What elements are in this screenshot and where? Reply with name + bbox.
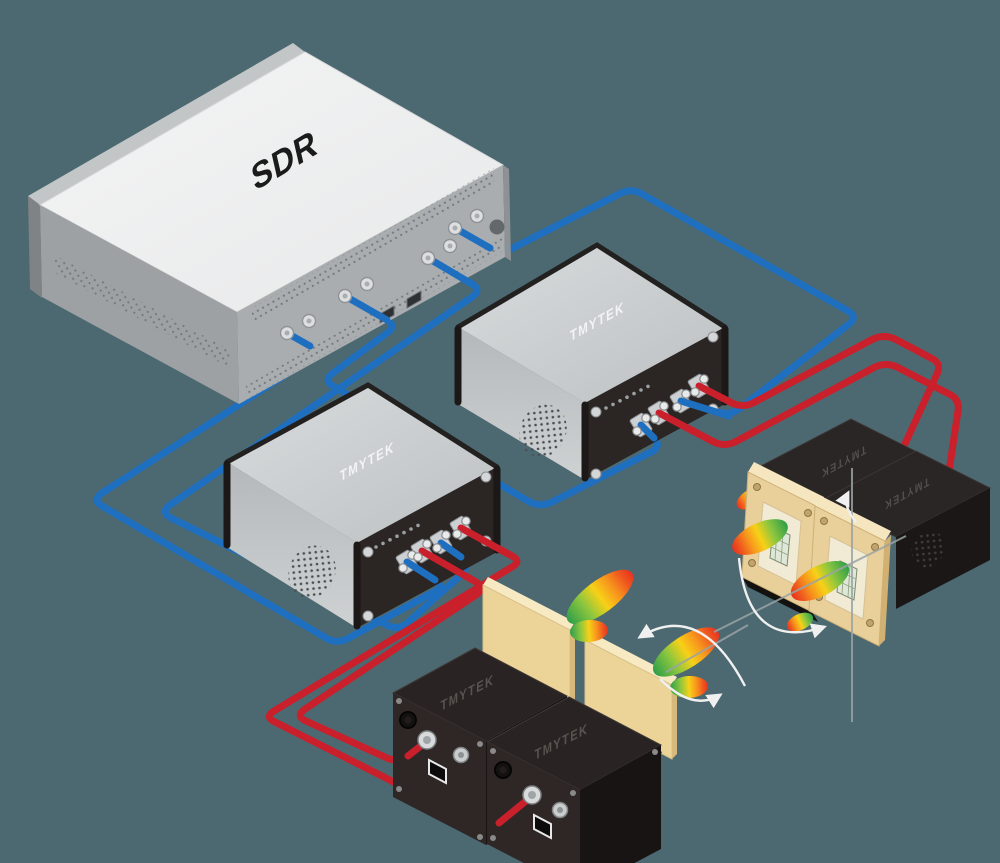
silver-box-1-pillars: [223, 460, 501, 630]
silver-box-1-vent: [288, 545, 336, 599]
sdr-right-edge: [503, 165, 511, 261]
black-box-2-round-connector-pin: [557, 807, 563, 813]
axis-line-bottom: [665, 624, 749, 673]
antenna-panel-2-side-edge: [672, 680, 677, 759]
black-box-1-socket: [428, 758, 447, 785]
black-box-2-screws: [490, 748, 658, 841]
sdr-vent-strip-bottom: [246, 238, 502, 400]
rf-cable-red-3: [655, 361, 962, 482]
beam-steering-annotations: [637, 468, 907, 722]
sdr-left-edge: [28, 196, 42, 298]
rf-cable-red-4: [695, 333, 942, 474]
black-box-2-socket: [533, 813, 552, 840]
stub-blue-ud1-b: [437, 539, 465, 561]
steer-arrow-right: [737, 557, 827, 639]
antenna-panel-1-side-edge: [570, 625, 575, 704]
sdr-chamfer: [28, 43, 305, 205]
antenna-panel-1-top-edge: [483, 577, 575, 630]
steer-arrow-right-2: [835, 490, 857, 523]
array-module-1-plate-top-edge: [748, 462, 824, 507]
stub-red-ud2-b: [695, 382, 736, 407]
beam-lobe-big-1: [566, 569, 634, 625]
black-box-2-right: [580, 745, 661, 863]
stub-blue-sdr-2: [341, 292, 391, 324]
black-box-1-round-connector-pin: [458, 752, 464, 758]
stub-blue-sdr-3: [424, 254, 476, 288]
silver-box-2-leds: [604, 384, 650, 410]
sdr-vent-strip-left: [55, 255, 230, 368]
array-module-2: TMYTEK: [808, 450, 992, 647]
steer-arrow-bottom: [637, 623, 747, 687]
array-module-1-patch-grid: [770, 528, 790, 564]
silver-box-1-leds: [374, 523, 420, 549]
stub-red-ud1-b: [457, 524, 516, 560]
beam-lobe-small-1: [570, 619, 608, 643]
black-box-2-knob-center: [499, 766, 507, 774]
silver-box-1-rails: [224, 382, 500, 470]
sdr-coax-connectors: [279, 208, 485, 341]
axis-line-diagonal: [713, 535, 907, 633]
beam-lobe-big-3: [732, 519, 788, 555]
ud-connector-barrels: [398, 374, 709, 573]
stub-blue-ud2-b: [677, 397, 733, 420]
array-module-2-vent: [911, 530, 945, 568]
array-module-2-plate-side-edge: [879, 535, 891, 646]
sdr-vent-strip-top: [252, 168, 494, 324]
black-box-1-screws: [396, 698, 483, 840]
silver-box-2-rails: [455, 242, 728, 330]
steer-arrow-bottom-2: [659, 678, 723, 709]
silver-box-2-pillars: [454, 325, 729, 482]
cable-stubs: [283, 224, 736, 827]
black-box-1-knob-center: [404, 716, 412, 724]
stub-red-ud2-a: [655, 409, 718, 446]
beam-lobe-small-2: [670, 675, 708, 699]
stub-blue-ud1-a: [403, 558, 439, 584]
stub-red-ud1-a: [418, 547, 480, 586]
silver-box-2-vent: [519, 404, 567, 458]
beam-lobe-small-4: [786, 612, 814, 632]
stub-blue-ud2-a: [637, 421, 658, 442]
beam-lobe-big-2: [652, 627, 720, 677]
black-box-sma-connectors: [417, 730, 542, 805]
